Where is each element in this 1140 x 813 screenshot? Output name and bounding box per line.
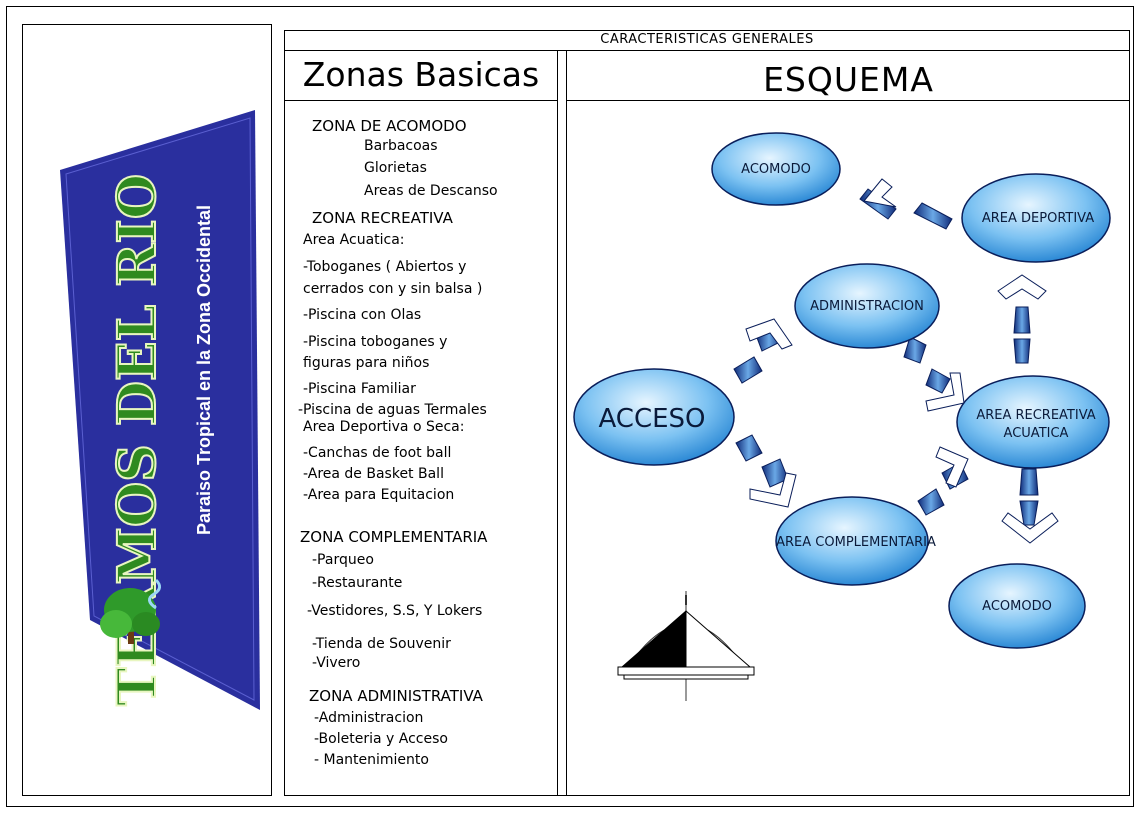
node-administracion: ADMINISTRACION [794,263,940,349]
zona-item: -Vestidores, S.S, Y Lokers [307,603,483,619]
arrow-acceso-complementaria [735,434,797,508]
zona-item: Glorietas [364,160,427,176]
zona-item: - Mantenimiento [314,752,429,768]
zona-acomodo-heading: ZONA DE ACOMODO [312,117,467,135]
zona-item: -Piscina Familiar [303,381,416,397]
termos-del-rio-logo: TERMOS DEL RIO Paraiso Tropical en la Zo… [60,110,260,710]
zona-subheading: Area Deportiva o Seca: [303,419,465,435]
zona-item: Areas de Descanso [364,183,498,199]
svg-text:Paraiso Tropical en la Zona Oc: Paraiso Tropical en la Zona Occidental [194,205,214,535]
zona-item: -Area de Basket Ball [303,466,444,482]
zona-item: -Administracion [314,710,424,726]
zona-item: -Canchas de foot ball [303,445,452,461]
node-area-recreativa-acuatica: AREA RECREATIVA ACUATICA [956,375,1110,469]
column-divider [557,50,558,796]
esquema-title: ESQUEMA [763,60,934,99]
logo-tagline: Paraiso Tropical en la Zona Occidental [194,205,214,535]
zona-item: -Area para Equitacion [303,487,455,503]
zona-subheading: Area Acuatica: [303,232,405,248]
zona-item: -Parqueo [312,552,374,568]
svg-text:AREA DEPORTIVA: AREA DEPORTIVA [982,211,1094,226]
svg-text:ACUATICA: ACUATICA [1004,426,1069,441]
svg-text:ACOMODO: ACOMODO [982,599,1052,614]
zona-item: -Boleteria y Acceso [314,731,448,747]
zonas-basicas-title: Zonas Basicas [302,55,540,94]
main-panel [284,30,1130,796]
arrow-recreativa-acomodo [1001,468,1059,544]
arrow-acceso-admin [733,318,793,384]
node-acomodo-top: ACOMODO [711,132,841,206]
zona-item: cerrados con y sin balsa ) [303,281,483,297]
svg-text:AREA RECREATIVA: AREA RECREATIVA [976,408,1095,423]
arrow-deportiva-acomodo [859,178,953,230]
zona-item: Barbacoas [364,138,438,154]
tree-icon [100,578,161,644]
sheet-header-title: CARACTERISTICAS GENERALES [284,30,1130,51]
drawing-sheet-border [6,6,1134,807]
logo-banner-background [60,110,260,710]
node-area-complementaria: AREA COMPLEMENTARIA [775,496,936,586]
node-acceso: ACCESO [573,368,735,466]
zona-item: -Tienda de Souvenir [312,636,451,652]
zona-item: -Piscina de aguas Termales [298,402,487,418]
esquema-diagram: ACOMODO AREA DEPORTIVA ADMINISTRACION AC… [573,132,1111,701]
logo-panel [22,24,272,796]
column-divider [566,50,567,796]
arrow-deportiva-recreativa [997,274,1047,364]
zona-complementaria-heading: ZONA COMPLEMENTARIA [300,528,488,546]
node-acomodo-bottom: ACOMODO [948,563,1086,649]
arrow-complementaria-recreativa [917,446,969,516]
zona-item: -Toboganes ( Abiertos y [303,259,467,275]
zona-recreativa-heading: ZONA RECREATIVA [312,209,453,227]
zona-item: -Piscina con Olas [303,307,422,323]
svg-text:ACOMODO: ACOMODO [741,162,811,177]
zonas-title-rule [284,100,557,101]
zona-item: -Piscina toboganes y [303,334,448,350]
zona-item: figuras para niños [303,355,430,371]
zona-item: -Restaurante [312,575,403,591]
svg-text:AREA COMPLEMENTARIA: AREA COMPLEMENTARIA [776,535,936,550]
north-arrow-icon [617,591,755,701]
zona-administrativa-heading: ZONA ADMINISTRATIVA [309,687,483,705]
svg-text:ADMINISTRACION: ADMINISTRACION [810,299,924,314]
esquema-title-rule [566,100,1130,101]
connector-arrows [733,178,1059,544]
zona-item: -Vivero [312,655,361,671]
svg-text:ACCESO: ACCESO [598,404,705,434]
node-area-deportiva: AREA DEPORTIVA [961,173,1111,263]
arrow-admin-recreativa [903,336,965,412]
